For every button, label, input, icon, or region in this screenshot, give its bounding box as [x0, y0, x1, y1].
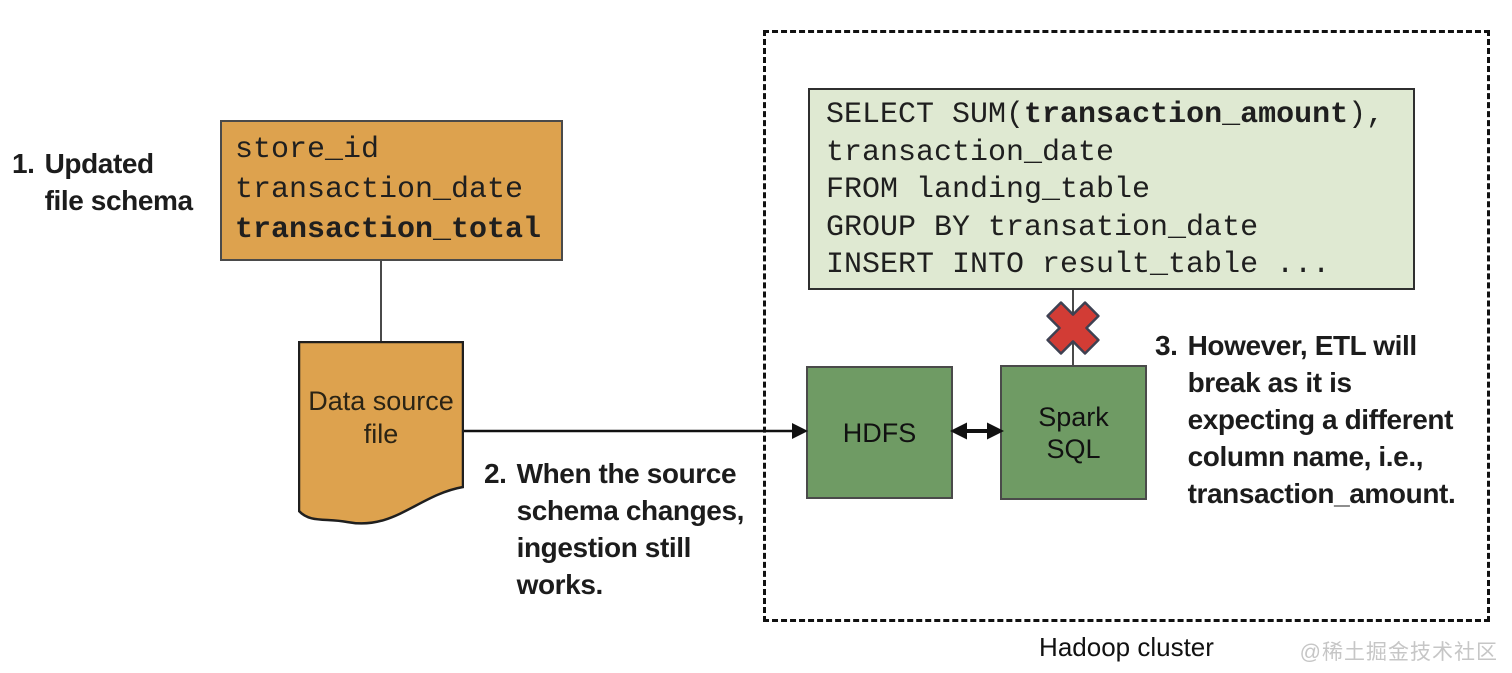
callout-step2-line: ingestion still — [516, 532, 692, 563]
hadoop-cluster-caption: Hadoop cluster — [1039, 632, 1214, 662]
callout-step2-line: When the source — [516, 458, 737, 489]
bidirectional-arrow-icon — [950, 422, 1004, 440]
hadoop-cluster-boundary — [763, 30, 1490, 622]
callout-step3-number: 3. — [1155, 330, 1178, 361]
sql-line-2: transaction_date — [826, 135, 1115, 170]
ingestion-arrow-icon — [464, 423, 808, 439]
callout-step3-line: transaction_amount. — [1187, 478, 1456, 509]
callout-step1-line: file schema — [44, 185, 194, 216]
callout-step3-line: break as it is — [1187, 367, 1352, 398]
data-source-file-label-line2: file — [363, 419, 399, 449]
sql-line1-bold-column: transaction_amount — [1024, 98, 1349, 132]
callout-step3: 3. However, ETL will break as it is expe… — [1155, 327, 1456, 512]
connector-schema-to-file — [380, 261, 382, 342]
spark-sql-node: Spark SQL — [1000, 365, 1147, 500]
spark-label-line2: SQL — [1046, 433, 1101, 464]
data-source-file-shape: Data source file — [298, 341, 464, 533]
spark-label-line1: Spark — [1038, 401, 1109, 432]
callout-step2-number: 2. — [484, 458, 507, 489]
data-source-file-label-line1: Data source — [308, 386, 454, 416]
schema-field-transaction-date: transaction_date — [235, 173, 524, 207]
callout-step3-line: column name, i.e., — [1187, 441, 1424, 472]
updated-schema-box: store_id transaction_date transaction_to… — [220, 120, 563, 261]
callout-step3-line: However, ETL will — [1187, 330, 1418, 361]
sql-line-4: GROUP BY transation_date — [826, 210, 1259, 245]
schema-field-store-id: store_id — [235, 133, 380, 167]
callout-step3-line: expecting a different — [1187, 404, 1454, 435]
watermark-text: @稀土掘金技术社区 — [1299, 641, 1498, 664]
sql-line-3: FROM landing_table — [826, 173, 1151, 207]
callout-step2: 2. When the source schema changes, inges… — [484, 455, 744, 603]
schema-field-transaction-total: transaction_total — [235, 213, 542, 247]
sql-query-box: SELECT SUM(transaction_amount), transact… — [808, 88, 1415, 290]
callout-step2-line: schema changes, — [516, 495, 745, 526]
callout-step1-number: 1. — [12, 148, 35, 179]
hdfs-node-label: HDFS — [842, 417, 917, 448]
sql-line1-pre: SELECT SUM( — [826, 98, 1025, 132]
data-source-file-label: Data source file — [298, 385, 464, 451]
sql-line-5: INSERT INTO result_table ... — [826, 248, 1331, 282]
callout-step1: 1. Updated file schema — [12, 145, 193, 219]
sql-line1-post: ), — [1348, 98, 1385, 132]
hdfs-node: HDFS — [806, 366, 953, 499]
callout-step2-line: works. — [516, 569, 604, 600]
callout-step1-line: Updated — [44, 148, 155, 179]
sql-line-1: SELECT SUM(transaction_amount), — [826, 97, 1413, 135]
spark-sql-node-label: Spark SQL — [1038, 401, 1109, 465]
error-x-icon — [1046, 301, 1100, 355]
document-icon — [298, 341, 464, 525]
